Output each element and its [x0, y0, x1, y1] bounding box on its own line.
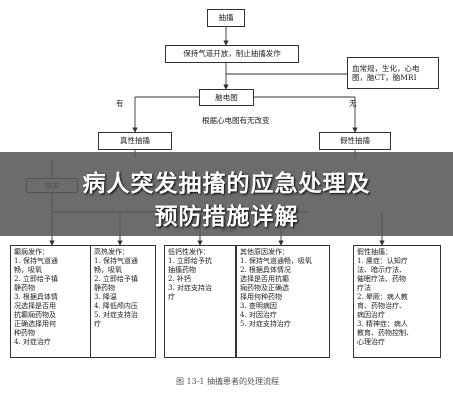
category-high-fever-item: 畅，吸氧 — [94, 265, 122, 274]
category-epilepsy-item: 况选择是否用 — [14, 301, 56, 310]
category-other-causes-item: 2. 根据具体情况 — [240, 265, 291, 274]
side-exams-line-2: 图，脑CT，脑MRI — [352, 73, 417, 82]
category-epilepsy: 癫痫发作： 1. 保持气道通 畅，吸氧 2. 立即给予镇 静药物 3. 根据具体… — [10, 245, 94, 358]
category-epilepsy-item: 静药物 — [14, 283, 35, 292]
category-other-causes-item: 选择是否用抗癫 — [240, 274, 289, 283]
category-pseudo-seizure-item: 1. 癔症：认知疗 — [357, 256, 408, 265]
category-other-causes-item: 1. 保持气道通畅，吸氧 — [240, 256, 312, 265]
headline-line-2: 预防措施详解 — [154, 204, 299, 230]
category-other-causes-title: 其他原因发作： — [240, 248, 289, 256]
category-hypocalcemia-title: 低钙性发作： — [168, 248, 210, 256]
category-high-fever-item: 3. 降温 — [94, 292, 117, 301]
node-seizure: 抽搐 — [207, 9, 245, 27]
category-pseudo-seizure-item: 教育、药物控制、 — [357, 328, 413, 337]
category-epilepsy-item: 4. 对症治疗 — [14, 337, 51, 346]
category-other-causes-item: 痫药物及正确选 — [240, 283, 289, 292]
side-exams-line-1: 血常规，生化，心电 — [352, 63, 420, 73]
category-other-causes-item: 择用何种药物 — [240, 292, 282, 301]
node-keep-airway-label: 保持气道开放，制止抽搐发作 — [183, 49, 281, 59]
label-yes: 有 — [116, 99, 124, 108]
category-hypocalcemia: 低钙性发作： 1. 立即给予抗 抽搐药物 2. 补钙 3. 对症支持治 疗 — [164, 245, 236, 358]
label-no: 无 — [349, 99, 357, 108]
figure-caption: 图 13-1 抽搐患者的处理流程 — [176, 377, 280, 386]
node-eeg-label: 脑电图 — [215, 92, 238, 102]
category-hypocalcemia-item: 1. 立即给予抗 — [168, 256, 212, 265]
category-epilepsy-item: 抗癫痫药物及 — [14, 310, 56, 319]
category-high-fever-item: 4. 降低颅内压 — [94, 301, 138, 310]
category-other-causes: 其他原因发作： 1. 保持气道通畅，吸氧 2. 根据具体情况 选择是否用抗癫 痫… — [236, 245, 330, 358]
node-true-seizure-label: 真性抽搐 — [120, 136, 150, 146]
category-hypocalcemia-item: 3. 对症支持治 — [168, 283, 212, 292]
category-epilepsy-item: 2. 立即给予镇 — [14, 274, 58, 283]
category-high-fever-item: 5. 对症支持治 — [94, 310, 138, 319]
category-epilepsy-item: 正确选择用何 — [14, 319, 56, 328]
category-epilepsy-item: 畅，吸氧 — [14, 265, 42, 274]
category-high-fever-title: 高热发作： — [94, 248, 129, 256]
headline-line-1: 病人突发抽搐的应急处理及 — [82, 171, 371, 197]
category-pseudo-seizure-item: 疗法 — [357, 283, 371, 292]
category-pseudo-seizure-item: 3. 精神症：病人 — [357, 319, 408, 328]
category-pseudo-seizure-item: 心理治疗 — [357, 337, 385, 346]
headline-banner — [0, 152, 453, 236]
category-epilepsy-item: 3. 根据具体情 — [14, 292, 58, 301]
category-pseudo-seizure-item: 2. 晕厥：病人教 — [357, 292, 408, 301]
category-epilepsy-item: 1. 保持气道通 — [14, 256, 58, 265]
category-hypocalcemia-item: 疗 — [168, 292, 175, 301]
category-other-causes-item: 4. 对因治疗 — [240, 310, 277, 319]
category-epilepsy-title: 癫痫发作： — [14, 248, 49, 256]
node-keep-airway: 保持气道开放，制止抽搐发作 — [165, 45, 299, 63]
node-true-seizure: 真性抽搐 — [98, 132, 172, 150]
category-high-fever: 高热发作： 1. 保持气道通 畅，吸氧 2. 立即给予镇 静药物 3. 降温 4… — [90, 245, 156, 358]
category-epilepsy-item: 种药物 — [14, 328, 35, 337]
category-pseudo-seizure-item: 法、暗示疗法、 — [357, 265, 406, 274]
category-hypocalcemia-item: 2. 补钙 — [168, 274, 191, 283]
category-high-fever-item: 静药物 — [94, 283, 115, 292]
category-pseudo-seizure-item: 病因治疗 — [357, 310, 385, 319]
category-pseudo-seizure: 假性抽搐： 1. 癔症：认知疗 法、暗示疗法、 催眠疗法、药物 疗法 2. 晕厥… — [353, 245, 441, 358]
category-pseudo-seizure-title: 假性抽搐： — [357, 248, 392, 256]
category-hypocalcemia-item: 抽搐药物 — [168, 265, 196, 274]
category-pseudo-seizure-item: 催眠疗法、药物 — [357, 274, 406, 283]
node-eeg: 脑电图 — [199, 89, 254, 106]
category-other-causes-item: 3. 查明病因 — [240, 301, 277, 310]
node-pseudo-seizure-label: 假性抽搐 — [340, 136, 370, 146]
node-pseudo-seizure: 假性抽搐 — [319, 132, 391, 150]
category-high-fever-item: 1. 保持气道通 — [94, 256, 138, 265]
category-high-fever-item: 疗 — [94, 319, 101, 328]
node-seizure-label: 抽搐 — [218, 13, 234, 23]
label-eeg-note: 根据心电图有无改变 — [202, 116, 270, 125]
category-pseudo-seizure-item: 育、药物治疗、 — [357, 301, 406, 310]
node-side-exams: 血常规，生化，心电 图，脑CT，脑MRI — [347, 57, 439, 89]
category-other-causes-item: 5. 对症支持治疗 — [240, 319, 291, 328]
category-high-fever-item: 2. 立即给予镇 — [94, 274, 138, 283]
